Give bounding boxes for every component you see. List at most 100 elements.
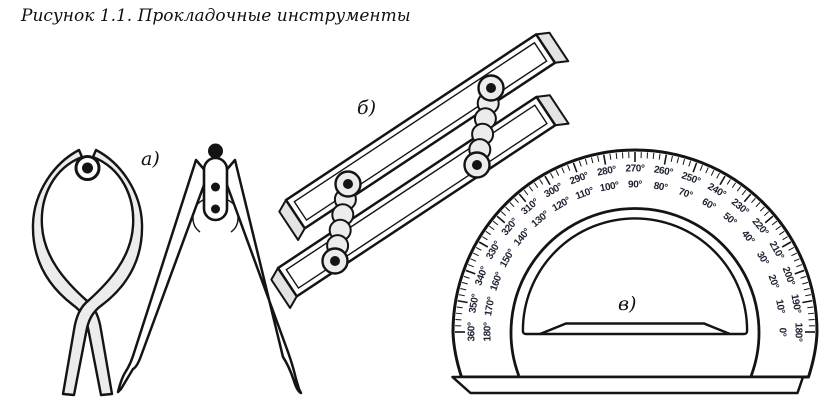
protractor-tick: [597, 155, 600, 162]
protractor-degree-label: 190°: [788, 293, 802, 314]
protractor-tick: [802, 281, 809, 285]
protractor-tick: [460, 287, 467, 291]
protractor-tick: [781, 241, 792, 248]
protractor-ruler-edge: [539, 322, 731, 336]
protractor-tick: [652, 152, 655, 160]
protractor-tick: [489, 225, 495, 231]
ruler-hinge-linkages: [321, 74, 505, 275]
protractor-tick: [803, 287, 810, 291]
protractor-tick: [782, 236, 788, 241]
protractor-tick: [676, 157, 680, 164]
protractor-tick: [457, 299, 468, 304]
protractor-tick: [688, 160, 692, 167]
part-label-v: в): [618, 293, 636, 315]
protractor-degree-label: 180°: [793, 322, 804, 341]
protractor-tick: [456, 306, 463, 309]
protractor-degree-label: 270°: [625, 164, 644, 175]
protractor-tick: [609, 153, 612, 160]
protractor-illustration: 360°350°340°330°320°310°300°290°280°270°…: [451, 148, 819, 395]
protractor-tick: [743, 193, 752, 203]
protractor-tick: [775, 225, 781, 231]
caliper-pivot-dot: [82, 162, 93, 174]
protractor-tick: [791, 252, 798, 257]
protractor-tick: [658, 153, 661, 160]
protractor-tick: [807, 312, 815, 315]
protractor-degree-label: 180°: [483, 322, 494, 341]
protractor-tick: [741, 189, 747, 196]
protractor-tick: [518, 193, 527, 203]
caliper-leg-left: [31, 148, 114, 397]
linkage-pivot-dot: [486, 83, 496, 93]
protractor-dome-inner-line: [521, 217, 749, 336]
protractor-tick: [699, 164, 703, 171]
protractor-tick: [682, 158, 686, 165]
protractor-tick: [615, 152, 618, 160]
protractor-tick: [736, 186, 742, 192]
protractor-tick: [461, 281, 468, 285]
ruler-inner-frame: [293, 41, 548, 222]
protractor-tick: [788, 247, 795, 251]
protractor-tick: [509, 202, 515, 208]
protractor-tick: [764, 215, 774, 224]
protractor-tick: [726, 179, 731, 185]
protractor-tick: [514, 197, 519, 204]
protractor-degree-label: 100°: [599, 180, 620, 194]
protractor-tick: [584, 158, 588, 165]
protractor-tick: [567, 164, 571, 171]
divider-top-ball: [208, 143, 223, 159]
protractor-tick: [465, 269, 476, 275]
protractor-degree-label: 360°: [467, 322, 478, 341]
protractor-tick: [670, 155, 673, 162]
linkage-pivot-dot: [343, 179, 353, 189]
divider-leg-right: [221, 158, 303, 395]
caliper-leg-right: [61, 148, 144, 397]
linkage-pivot-dot: [330, 256, 340, 266]
protractor-tick: [771, 220, 778, 226]
protractor-tick: [763, 211, 770, 216]
protractor-degree-label: 170°: [483, 296, 497, 317]
protractor-tick: [778, 230, 785, 236]
protractor-tick: [796, 264, 803, 268]
divider-head-dot-upper: [211, 182, 220, 192]
protractor-tick: [716, 172, 720, 179]
protractor-degree-label: 10°: [773, 299, 786, 315]
protractor-tick: [539, 179, 544, 185]
protractor-tick: [572, 162, 578, 173]
protractor-tick: [755, 202, 761, 208]
protractor-tick: [467, 264, 474, 268]
protractor-tick: [475, 247, 482, 251]
protractor-tick: [528, 186, 534, 192]
protractor-tick: [759, 206, 765, 212]
protractor-tick: [794, 269, 805, 275]
protractor-tick: [523, 189, 529, 196]
protractor-tick: [807, 306, 814, 309]
protractor-degree-label: 350°: [467, 293, 481, 314]
protractor-tick: [805, 294, 812, 297]
protractor-degree-label: 20°: [766, 273, 781, 290]
spring-caliper-illustration: [31, 148, 144, 397]
protractor-tick: [492, 220, 499, 226]
protractor-tick: [463, 275, 470, 279]
protractor-tick: [544, 175, 551, 186]
protractor-degree-label: 70°: [677, 186, 694, 201]
protractor-degree-label: 0°: [777, 328, 788, 337]
protractor-tick: [663, 154, 668, 165]
parallel-rulers-illustration: [270, 31, 570, 309]
protractor-tick: [731, 182, 737, 189]
part-label-b: б): [357, 97, 376, 119]
protractor-degree-label: 260°: [653, 164, 674, 178]
protractor-tick: [692, 162, 698, 173]
protractor-tick: [485, 230, 492, 236]
divider-compass-illustration: [116, 143, 303, 395]
protractor-tick: [458, 294, 465, 297]
protractor-tick: [470, 258, 477, 262]
protractor-tick: [590, 157, 594, 164]
protractor-degree-label: 90°: [628, 180, 642, 191]
protractor-tick: [561, 167, 565, 174]
figure-title: Рисунок 1.1. Прокладочные инструменты: [21, 6, 411, 26]
protractor-base-bar: [451, 375, 805, 395]
protractor-degree-label: 80°: [653, 181, 669, 194]
protractor-tick: [793, 258, 800, 262]
